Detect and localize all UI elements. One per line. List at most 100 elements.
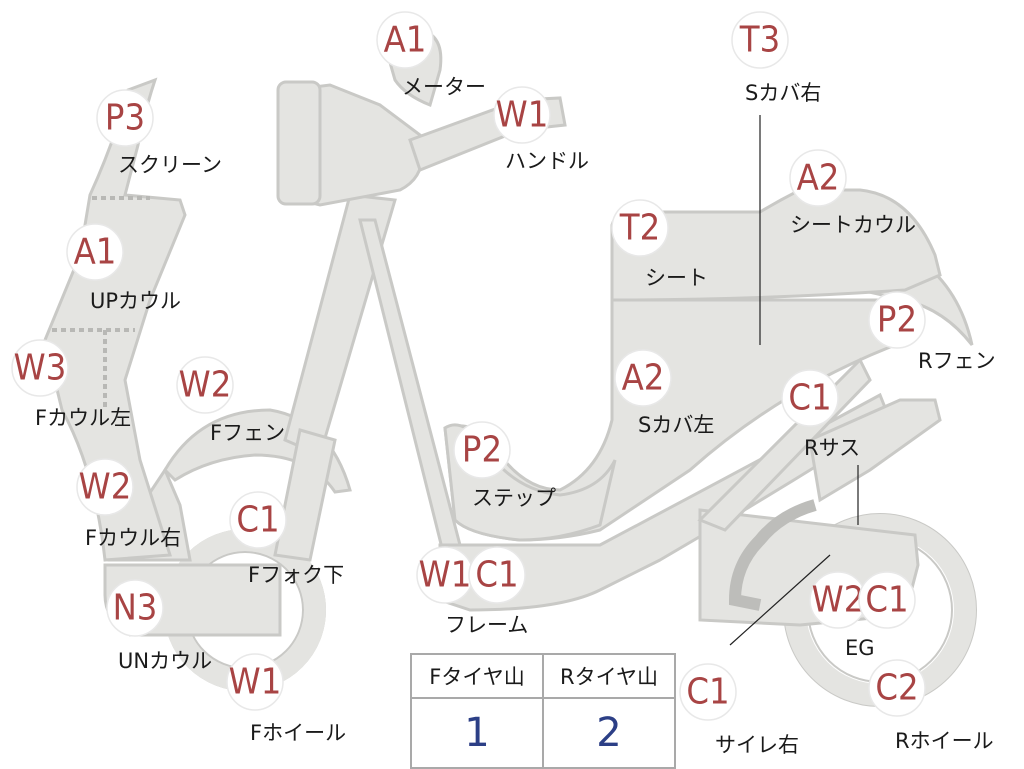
callout-badge [858, 571, 916, 629]
callout-label: UPカウル [90, 289, 181, 313]
callout-badge [96, 89, 154, 147]
callout-label: サイレ右 [715, 733, 799, 757]
callout-badge [176, 356, 234, 414]
callout-badge [679, 663, 737, 721]
callout-badge [731, 11, 789, 69]
callouts-layer: P3スクリーンA1UPカウルW3Fカウル左W2Fカウル右N3UNカウルW2Fフェ… [11, 11, 996, 757]
callout-label: フレーム [445, 613, 528, 637]
callout-code: P2 [462, 430, 502, 471]
callout-badge [468, 546, 526, 604]
frame-tube-shape [358, 218, 462, 550]
callout-badge [868, 659, 926, 717]
callout-badge [106, 579, 164, 637]
callout-0: P3 スクリーン [96, 89, 222, 177]
callout-badge [66, 223, 124, 281]
guide-line-silencer [729, 554, 831, 646]
callout-code: P3 [105, 98, 145, 139]
callout-label: シート [645, 266, 708, 290]
front-tire-value: 1 [410, 697, 544, 769]
callout-label: Fカウル右 [85, 526, 181, 550]
rear-tire-header: Rタイヤ山 [542, 653, 676, 699]
callout-code: C1 [788, 378, 831, 419]
callout-label: Sカバ右 [745, 81, 821, 105]
callout-label: Fフォク下 [248, 563, 344, 587]
callout-11: W1 フレーム [416, 546, 528, 637]
frame-shape [438, 392, 892, 612]
rear-suspension-shape [808, 398, 942, 503]
callout-15: A2 シートカウル [789, 149, 916, 237]
rear-tire-value: 2 [542, 697, 676, 769]
callout-code: W2 [179, 365, 232, 406]
callout-code: C1 [236, 500, 279, 541]
callout-code: C1 [865, 580, 908, 621]
tire-tread-table: Fタイヤ山 Rタイヤ山 1 2 [410, 653, 676, 769]
callout-label: ハンドル [505, 149, 589, 173]
callout-label: Fカウル左 [35, 406, 131, 430]
callout-code: C1 [475, 555, 518, 596]
callout-badge [229, 491, 287, 549]
callout-label: UNカウル [118, 649, 212, 673]
callout-badge [789, 149, 847, 207]
callout-20: C1 [858, 571, 916, 629]
callout-badge [611, 199, 669, 257]
callout-code: W2 [79, 467, 132, 508]
callout-label: EG [845, 636, 875, 660]
callout-badge [11, 339, 69, 397]
callout-badge [781, 369, 839, 427]
callout-code: W1 [496, 95, 549, 136]
callout-badge [453, 421, 511, 479]
callout-code: W3 [14, 348, 67, 389]
callout-badge [868, 291, 926, 349]
callout-label: Sカバ左 [638, 413, 714, 437]
callout-10: P2 ステップ [453, 421, 556, 510]
callout-label: メーター [402, 75, 486, 99]
callout-label: Rフェン [918, 349, 996, 373]
callout-code: T2 [619, 208, 660, 249]
front-tire-header: Fタイヤ山 [410, 653, 544, 699]
callout-badge [614, 349, 672, 407]
callout-label: シートカウル [790, 213, 916, 237]
callout-badge [376, 11, 434, 69]
callout-13: T2 シート [611, 199, 708, 290]
callout-8: A1 メーター [376, 11, 486, 99]
callout-code: P2 [877, 300, 917, 341]
callout-label: ステップ [472, 486, 556, 510]
mirror-shape [276, 80, 322, 206]
callout-22: C1 サイレ右 [679, 663, 799, 757]
callout-badge [226, 653, 284, 711]
callout-label: Fフェン [210, 421, 285, 445]
callout-code: A1 [74, 232, 117, 273]
callout-code: A2 [622, 358, 665, 399]
callout-code: A2 [797, 158, 840, 199]
callout-code: C1 [686, 672, 729, 713]
callout-badge [76, 458, 134, 516]
callout-code: W1 [229, 662, 282, 703]
callout-code: W1 [419, 555, 472, 596]
callout-12: C1 [468, 546, 526, 604]
callout-label: Rホイール [895, 729, 994, 753]
callout-code: N3 [113, 588, 158, 629]
callout-code: T3 [739, 20, 780, 61]
engine-pipe-shape [728, 499, 817, 611]
callout-9: W1 ハンドル [493, 86, 589, 173]
callout-badge [493, 86, 551, 144]
callout-label: スクリーン [118, 153, 222, 177]
callout-label: Fホイール [250, 721, 346, 745]
callout-code: C2 [875, 668, 918, 709]
callout-code: W2 [812, 580, 865, 621]
callout-code: A1 [384, 20, 427, 61]
